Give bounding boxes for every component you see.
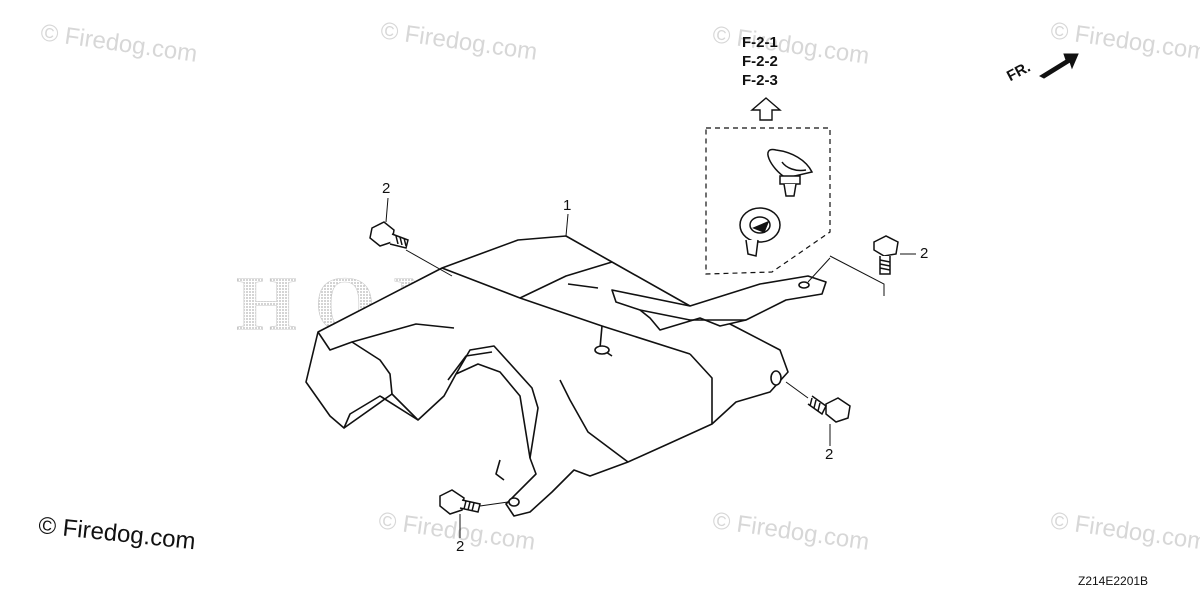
callout-bolt: 2	[456, 538, 465, 555]
callout-bolt: 2	[825, 446, 834, 463]
clamp-detail-box	[705, 127, 831, 275]
reference-page[interactable]: F-2-3	[742, 72, 778, 89]
bolt-icon	[873, 235, 899, 275]
bolt-icon	[807, 395, 851, 423]
round-clip-icon	[739, 207, 781, 257]
arrow-up-icon	[750, 97, 782, 121]
callout-cover: 1	[563, 197, 572, 214]
cover-part	[305, 235, 827, 517]
callout-bolt: 2	[382, 180, 391, 197]
diagram-code: Z214E2201B	[1078, 574, 1149, 588]
callout-bolt: 2	[920, 245, 929, 262]
bolt-icon	[439, 489, 481, 515]
reference-page[interactable]: F-2-2	[742, 53, 778, 70]
reference-page[interactable]: F-2-1	[742, 34, 778, 51]
leader-lines	[385, 197, 916, 538]
band-clip-icon	[767, 148, 814, 197]
bolt-icon	[369, 221, 409, 249]
direction-arrow-icon	[1038, 53, 1079, 79]
